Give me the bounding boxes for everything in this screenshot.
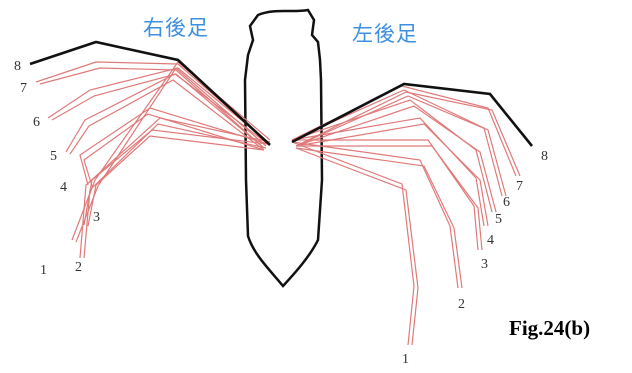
right-leg-pose-numbers: 1 2 3 4 5 6 7 8 [14,59,100,278]
num-left-3: 3 [93,210,100,225]
left-hind-leg-pose-8 [291,82,534,147]
left-leg-pose-numbers: 1 2 3 4 5 6 7 8 [402,149,548,367]
num-left-5: 5 [50,149,57,164]
num-right-6: 6 [503,195,510,210]
right-hind-leg-pose-8 [29,40,271,146]
num-right-8: 8 [541,149,548,164]
num-right-1: 1 [402,352,409,367]
pose-1 [291,141,415,346]
pose-1 [71,61,271,241]
pose-5 [65,73,269,153]
num-left-4: 4 [60,180,67,195]
right-hind-leg-label: 右後足 [143,16,209,40]
figure-caption: Fig.24(b) [509,316,591,340]
pose-6 [291,89,503,197]
num-right-4: 4 [487,233,494,248]
pose-2 [79,117,271,259]
pose-2 [291,141,459,289]
insect-body-outline [243,8,324,288]
pose-5 [291,99,493,213]
pose-3 [83,129,269,226]
num-left-6: 6 [33,115,40,130]
pose-6 [47,67,269,143]
left-hind-leg-label: 左後足 [352,22,418,46]
num-left-8: 8 [14,59,21,74]
num-left-7: 7 [20,81,27,96]
num-left-2: 2 [75,260,82,275]
pose-4 [79,107,269,186]
num-left-1: 1 [40,263,47,278]
num-right-5: 5 [495,212,502,227]
num-right-7: 7 [516,179,523,194]
pose-3 [292,139,479,251]
right-hind-leg-poses [35,61,271,259]
num-right-2: 2 [458,297,465,312]
num-right-3: 3 [481,257,488,272]
